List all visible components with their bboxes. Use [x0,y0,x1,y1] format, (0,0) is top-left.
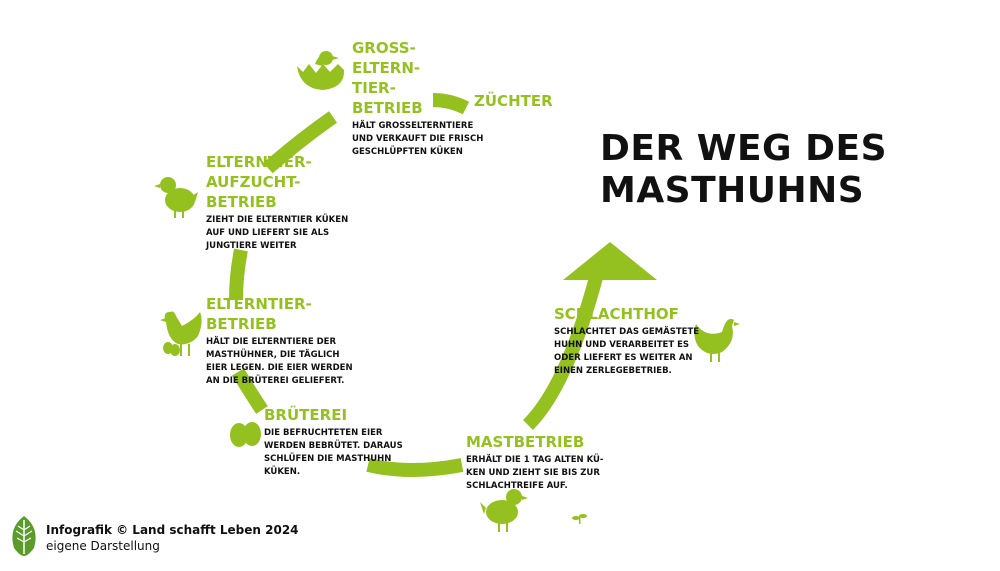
stage-text-line: DIE BEFRUCHTETEN EIER [264,428,383,438]
title-line: MASTHUHNS [600,170,865,211]
chick-icon [154,177,198,218]
diagram-title: DER WEG DES MASTHUHNS [600,128,887,212]
stage-text-line: EIER LEGEN. DIE EIER WERDEN [206,363,353,373]
stage-elterntier-aufzuchtbetrieb: ELTERNTIER- AUFZUCHT- BETRIEB ZIEHT DIE … [206,152,348,253]
hatching-chick-icon [297,51,345,90]
stage-text-line: HÄLT GROSSELTERNTIERE [352,121,474,131]
stage-text-line: SCHLACHTET DAS GEMÄSTETE [554,327,700,337]
stage-description: ERHÄLT DIE 1 TAG ALTEN KÜ- KEN UND ZIEHT… [466,454,603,493]
stage-text-line: ODER LIEFERT ES WEITER AN [554,353,693,363]
stage-text-line: AN DIE BRÜTEREI GELIEFERT. [206,376,345,386]
arrow-up-icon [563,242,657,280]
stage-text-line: KÜKEN. [264,467,301,477]
arc-segment-top [432,93,470,115]
footer-line: Infografik © Land schafft Leben 2024 [46,523,299,537]
stage-name: ELTERNTIER- AUFZUCHT- BETRIEB [206,152,348,212]
stage-name-line: ELTERNTIER- [206,153,312,171]
stage-name-line: BETRIEB [206,193,277,211]
stage-text-line: HÄLT DIE ELTERNTIERE DER [206,337,337,347]
stage-description: HÄLT GROSSELTERNTIERE UND VERKAUFT DIE F… [352,120,483,159]
footer-line: eigene Darstellung [46,539,160,553]
stage-name-line: BRÜTEREI [264,406,348,424]
stage-name: GROSS- ELTERN- TIER- BETRIEB [352,38,483,118]
arc-segment-lower-left [231,368,268,414]
stage-text-line: JUNGTIERE WEITER [206,241,297,251]
arc-segment-right [522,268,605,430]
stage-brueterei: BRÜTEREI DIE BEFRUCHTETEN EIER WERDEN BE… [264,405,403,479]
arc-segment-bottom [366,458,464,477]
stage-name: SCHLACHTHOF [554,304,699,324]
stage-name-line: TIER- [352,79,396,97]
stage-name-line: SCHLACHTHOF [554,305,679,323]
stage-text-line: SCHLÜFEN DIE MASTHUHN [264,454,392,464]
stage-mastbetrieb: MASTBETRIEB ERHÄLT DIE 1 TAG ALTEN KÜ- K… [466,432,603,493]
stage-text-line: WERDEN BEBRÜTET. DARAUS [264,441,403,451]
stage-name-line: MASTBETRIEB [466,433,585,451]
leaf-logo-icon [12,516,36,556]
stage-text-line: HUHN UND VERARBEITET ES [554,340,690,350]
stage-text-line: ZIEHT DIE ELTERNTIER KÜKEN [206,215,349,225]
stage-description: ZIEHT DIE ELTERNTIER KÜKEN AUF UND LIEFE… [206,214,348,253]
eggs-icon [230,422,261,447]
arc-segment-upper-left [263,111,338,174]
cycle-arcs [229,93,605,477]
stage-text-line: GESCHLÜPFTEN KÜKEN [352,147,463,157]
stage-text-line: EINEN ZERLEGEBETRIEB. [554,366,672,376]
stage-name-line: AUFZUCHT- [206,173,301,191]
stage-name-line: ELTERN- [352,59,421,77]
stage-description: HÄLT DIE ELTERNTIERE DER MASTHÜHNER, DIE… [206,336,353,388]
footer-credit: Infografik © Land schafft Leben 2024 eig… [46,522,299,554]
stage-name: ELTERNTIER- BETRIEB [206,294,353,334]
chick-icon [480,489,528,532]
stage-name-line: GROSS- [352,39,416,57]
stage-description: SCHLACHTET DAS GEMÄSTETE HUHN UND VERARB… [554,326,699,378]
sprout-icon [572,514,587,524]
stage-elterntierbetrieb: ELTERNTIER- BETRIEB HÄLT DIE ELTERNTIERE… [206,294,353,388]
stage-name: BRÜTEREI [264,405,403,425]
side-label: ZÜCHTER [474,92,553,110]
hen-with-eggs-icon [160,311,202,356]
hen-icon [694,318,740,362]
stage-name-line: ELTERNTIER- [206,295,312,313]
stage-name-line: BETRIEB [206,315,277,333]
arc-segment-left [229,248,248,301]
stage-name: MASTBETRIEB [466,432,603,452]
stage-description: DIE BEFRUCHTETEN EIER WERDEN BEBRÜTET. D… [264,427,403,479]
stage-text-line: SCHLACHTREIFE AUF. [466,481,568,491]
stage-name-line: BETRIEB [352,99,423,117]
stage-text-line: ERHÄLT DIE 1 TAG ALTEN KÜ- [466,455,604,465]
stage-schlachthof: SCHLACHTHOF SCHLACHTET DAS GEMÄSTETE HUH… [554,304,699,378]
title-line: DER WEG DES [600,128,888,169]
stage-text-line: KEN UND ZIEHT SIE BIS ZUR [466,468,600,478]
stage-text-line: UND VERKAUFT DIE FRISCH [352,134,484,144]
stage-grosselterntierbetrieb: GROSS- ELTERN- TIER- BETRIEB HÄLT GROSSE… [352,38,483,159]
stage-text-line: AUF UND LIEFERT SIE ALS [206,228,330,238]
stage-text-line: MASTHÜHNER, DIE TÄGLICH [206,350,340,360]
